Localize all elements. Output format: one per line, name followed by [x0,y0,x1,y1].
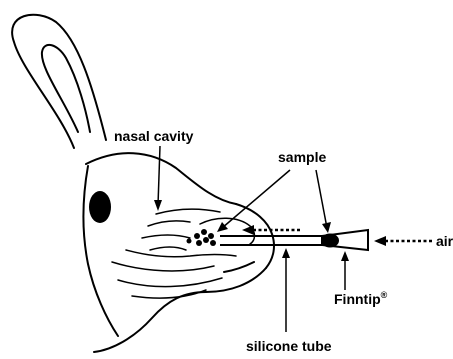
sample-pointer-right [316,170,327,228]
sample-dots [187,229,217,246]
pointers [158,146,345,332]
eye [89,191,111,223]
finntip [322,230,368,250]
head-top [86,153,236,204]
sample-plug [322,235,338,247]
mouth-line [224,262,254,272]
sample-label: sample [278,149,326,165]
rabbit-head [12,15,274,352]
nasal-cavity-label: nasal cavity [114,128,194,144]
sample-pointer-left [222,170,290,228]
registered-mark: ® [381,290,388,300]
nasal-cavity-pointer [158,146,160,205]
finntip-label: Finntip® [334,290,388,307]
ear-outer [12,15,106,148]
silicone-tube-label: silicone tube [246,338,332,354]
finntip-name: Finntip [334,291,381,307]
air-label: air [436,233,453,249]
ear-inner [42,45,90,132]
nasal-turbinates [112,209,255,298]
air-through-arrowhead [242,225,254,235]
air-in-arrowhead [374,236,386,246]
